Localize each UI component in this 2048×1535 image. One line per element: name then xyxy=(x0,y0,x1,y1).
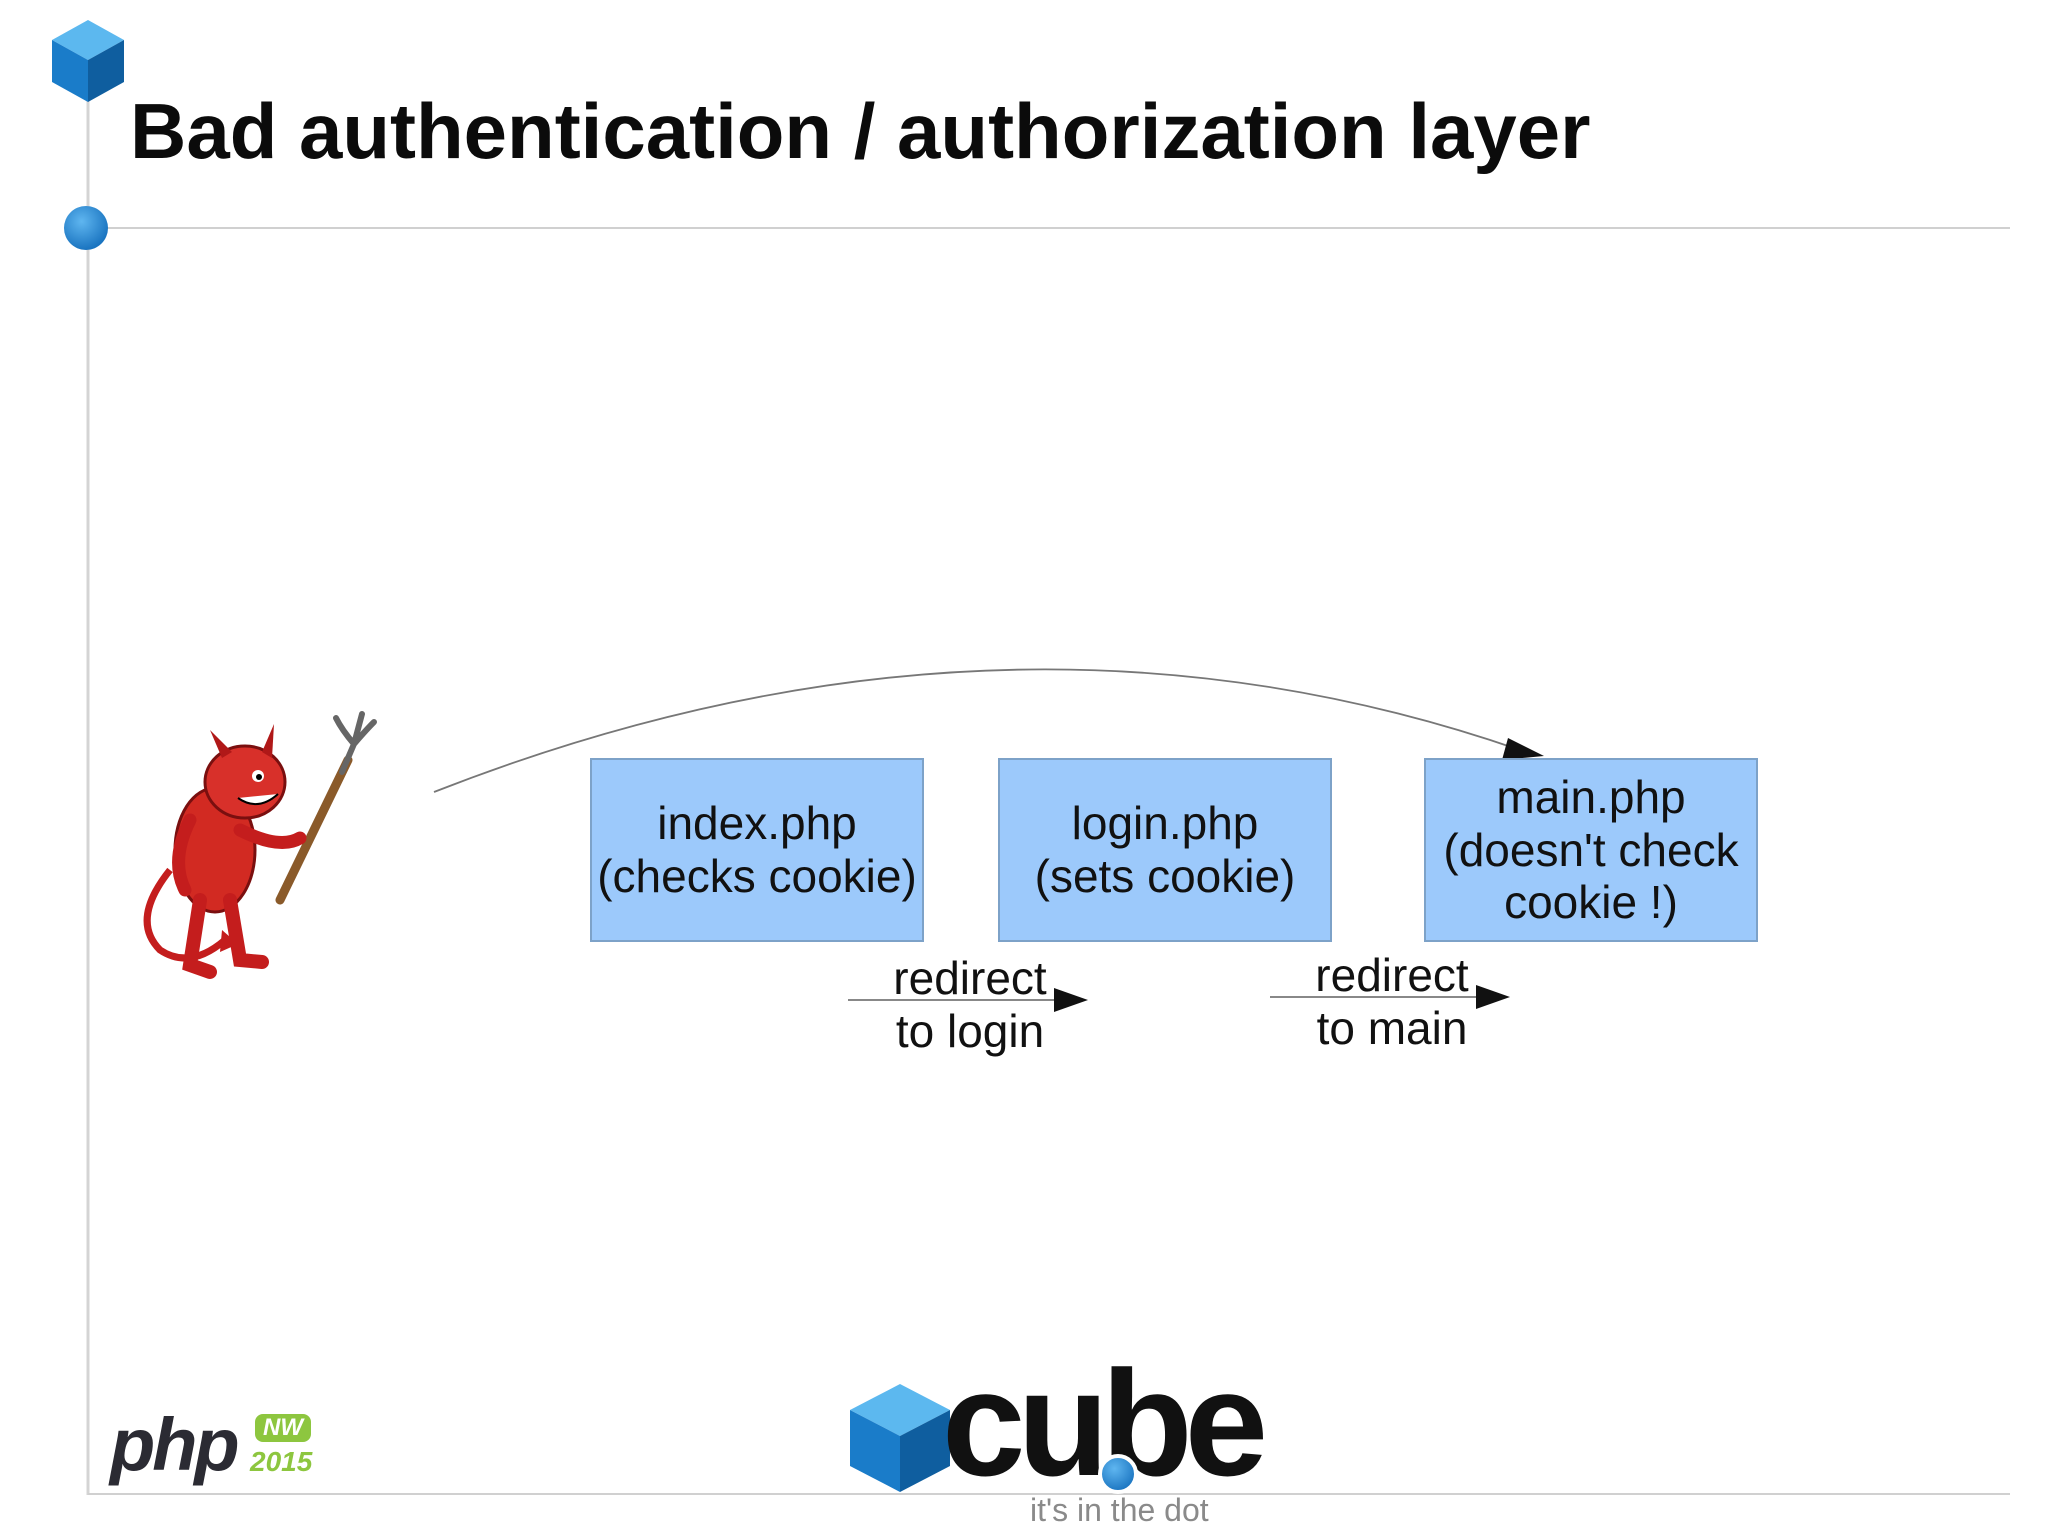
bypass-arrowhead xyxy=(1502,738,1544,760)
redirect-line: to main xyxy=(1316,1001,1468,1054)
box-line: (doesn't check xyxy=(1443,823,1739,876)
box-line: (sets cookie) xyxy=(1034,850,1296,902)
devil-icon xyxy=(143,711,377,979)
login-php-box: login.php (sets cookie) xyxy=(998,758,1332,942)
box-line: index.php xyxy=(657,797,857,850)
box-line: main.php xyxy=(1496,770,1686,823)
redirect-to-login-label: redirect to login xyxy=(860,952,1080,1058)
index-php-box: index.php (checks cookie) xyxy=(590,758,924,942)
redirect-login-arrowhead xyxy=(1054,988,1088,1012)
bypass-arc xyxy=(433,668,1521,793)
redirect-main-arrowhead xyxy=(1476,985,1510,1009)
cube-icon xyxy=(52,20,124,102)
phpnw-logo-text: php xyxy=(110,1403,240,1486)
cube-logo: cube it's in the dot xyxy=(850,1348,1320,1535)
phpnw-year: 2015 xyxy=(250,1446,313,1477)
redirect-to-main-label: redirect to main xyxy=(1282,949,1502,1055)
box-line: login.php xyxy=(1071,797,1259,850)
cube-logo-dot-icon xyxy=(1098,1454,1138,1494)
cube-logo-icon xyxy=(850,1384,950,1492)
redirect-line: redirect xyxy=(893,952,1047,1004)
dot-icon xyxy=(64,206,108,250)
phpnw-badge: NW xyxy=(255,1414,311,1443)
page-title: Bad authentication / authorization layer xyxy=(130,87,1591,175)
main-php-box: main.php (doesn't check cookie !) xyxy=(1424,758,1758,942)
phpnw-logo: php NW 2015 xyxy=(110,1408,330,1488)
box-line: cookie !) xyxy=(1504,876,1678,929)
cube-tagline: it's in the dot xyxy=(1030,1492,1209,1528)
box-line: (checks cookie) xyxy=(597,850,917,902)
redirect-line: to login xyxy=(895,1004,1045,1057)
redirect-line: redirect xyxy=(1315,949,1469,1001)
